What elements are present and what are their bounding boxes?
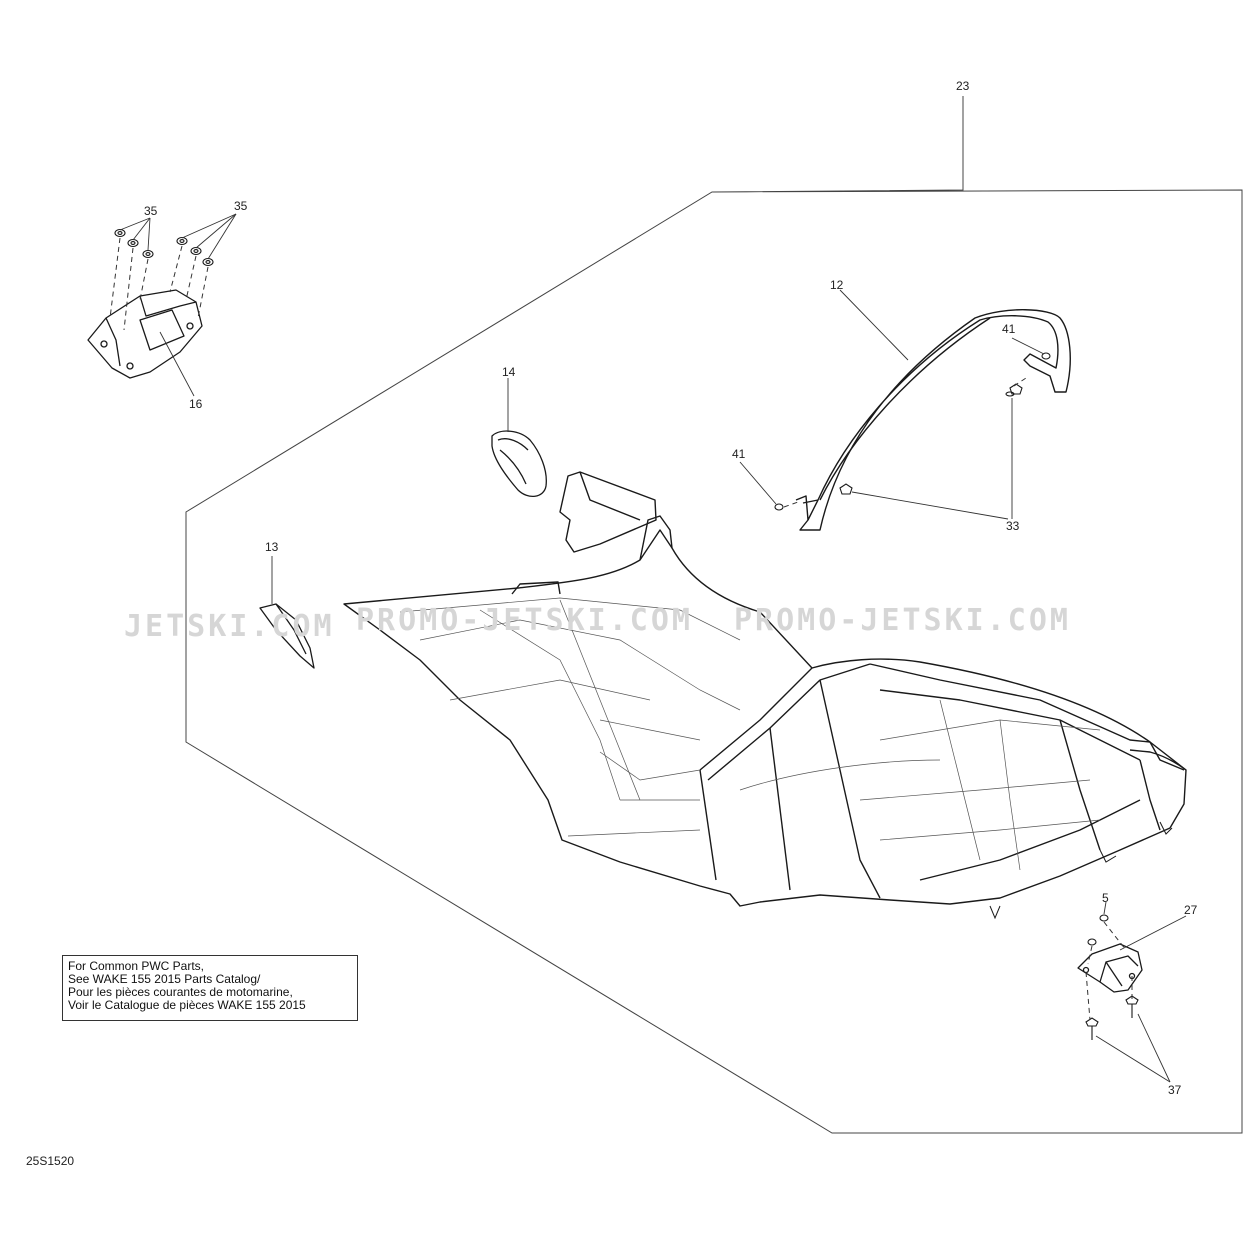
common-parts-note: For Common PWC Parts, See WAKE 155 2015 … bbox=[62, 955, 358, 1021]
bracket-16-illustration bbox=[87, 289, 203, 379]
cover-14-illustration bbox=[491, 430, 547, 497]
callout-5: 5 bbox=[1102, 891, 1109, 905]
callout-41-right: 41 bbox=[1002, 322, 1016, 336]
watermark-left: JETSKI.COM bbox=[124, 609, 335, 644]
callout-23: 23 bbox=[956, 79, 970, 93]
diagram-code: 25S1520 bbox=[26, 1154, 75, 1168]
note-line-1: For Common PWC Parts, bbox=[68, 959, 205, 973]
cover-13-illustration bbox=[259, 603, 315, 669]
grab-strap-illustration bbox=[795, 309, 1071, 531]
fasteners bbox=[114, 228, 1139, 1040]
note-line-3: Pour les pièces courantes de motomarine, bbox=[68, 985, 293, 999]
callout-12: 12 bbox=[830, 278, 844, 292]
seat-illustration bbox=[343, 471, 1187, 907]
callout-27: 27 bbox=[1184, 903, 1198, 917]
watermark-center: PROMO-JETSKI.COM bbox=[356, 603, 693, 638]
hinge-27-illustration bbox=[1077, 943, 1143, 993]
assembly-boundary bbox=[185, 96, 1243, 1134]
callout-35-left: 35 bbox=[144, 204, 158, 218]
callout-33: 33 bbox=[1006, 519, 1020, 533]
callout-14: 14 bbox=[502, 365, 516, 379]
note-line-2: See WAKE 155 2015 Parts Catalog/ bbox=[68, 972, 261, 986]
callout-41-left: 41 bbox=[732, 447, 746, 461]
callout-35-right: 35 bbox=[234, 199, 248, 213]
note-line-4: Voir le Catalogue de pièces WAKE 155 201… bbox=[68, 998, 306, 1012]
callout-13: 13 bbox=[265, 540, 279, 554]
callout-37: 37 bbox=[1168, 1083, 1182, 1097]
callout-16: 16 bbox=[189, 397, 203, 411]
watermark-right: PROMO-JETSKI.COM bbox=[734, 603, 1071, 638]
